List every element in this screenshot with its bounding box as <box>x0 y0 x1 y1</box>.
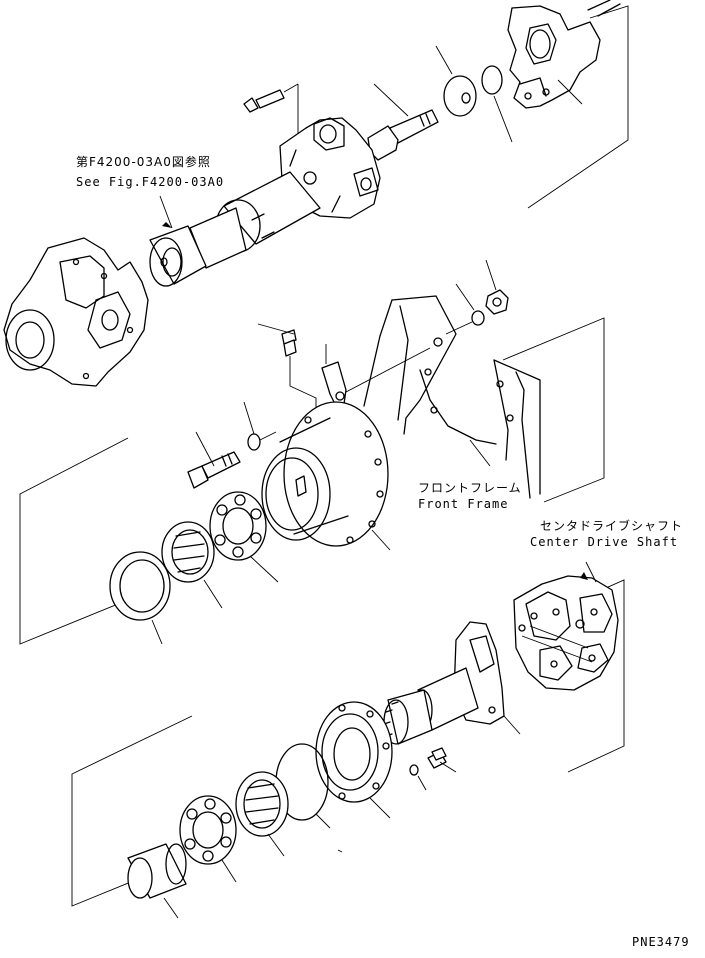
lower-flange-yoke <box>383 621 521 745</box>
middle-hub <box>109 323 431 645</box>
center-drive-shaft <box>513 561 619 691</box>
upper-drive-shaft <box>3 117 381 387</box>
front-frame-plate <box>363 259 541 499</box>
center-shaft-label-en: Center Drive Shaft <box>530 535 678 549</box>
front-frame-label-en: Front Frame <box>418 497 508 511</box>
lower-ball-bearing <box>179 795 237 883</box>
label-front-frame: フロントフレーム Front Frame <box>418 481 522 511</box>
ref-label-en: See Fig.F4200-03A0 <box>76 175 224 189</box>
small-upper-bolt <box>243 83 299 136</box>
figure-code: PNE3479 <box>632 935 690 949</box>
label-see-fig-ref: 第F4200-03A0図参照 See Fig.F4200-03A0 <box>76 154 224 189</box>
front-frame-label-jp: フロントフレーム <box>418 481 522 495</box>
ref-label-jp: 第F4200-03A0図参照 <box>76 154 211 169</box>
lower-sleeve <box>127 843 187 919</box>
lower-roller-race <box>235 771 289 857</box>
lower-flange-plate <box>315 701 393 819</box>
center-shaft-label-jp: センタドライブシャフト <box>540 518 683 533</box>
label-center-drive-shaft: センタドライブシャフト Center Drive Shaft <box>530 518 683 549</box>
upper-yoke <box>507 0 621 109</box>
lower-small-hardware <box>409 747 457 791</box>
top-hardware <box>367 45 513 161</box>
